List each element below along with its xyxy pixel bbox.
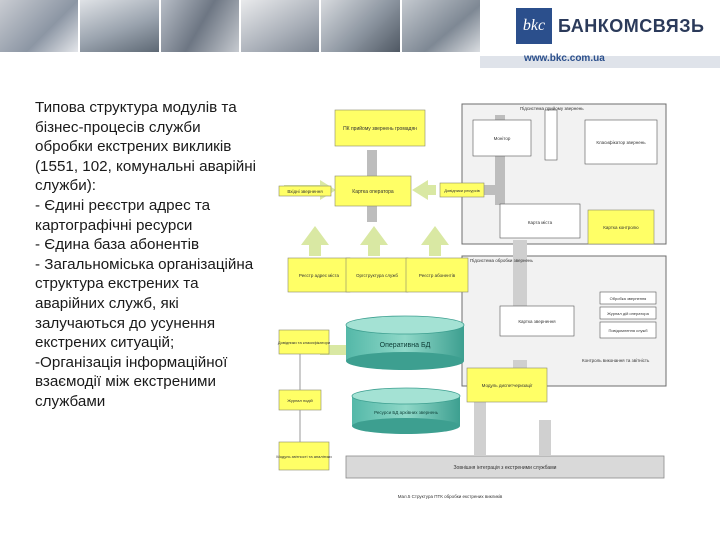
- node-rail-3: [405, 257, 469, 293]
- header-photo-strip: [0, 0, 480, 52]
- description-text: Типова структура модулів та бізнес-проце…: [35, 98, 261, 412]
- header-bar: [480, 56, 720, 68]
- bullet-1: - Єдині реєстри адрес та картографічні р…: [35, 196, 211, 234]
- node-incidents: [499, 305, 575, 337]
- node-classifier: [584, 119, 658, 165]
- db-archive-label: Ресурси БД архівних звернень: [374, 410, 438, 415]
- brand-name: БАНКОМСВЯЗЬ: [558, 15, 705, 36]
- node-dispatch-top-label: Картка контролю: [603, 225, 639, 230]
- arrow-up-2: [360, 226, 388, 256]
- node-rail-2: [345, 257, 409, 293]
- node-proc-2-label: Журнал дій оператора: [607, 311, 649, 316]
- node-registries: [439, 182, 485, 198]
- photo-laptop: [321, 0, 400, 52]
- db-operational: Оперативна БД: [345, 315, 465, 370]
- diagram-caption: Мал.5 Структура ПТК обробки екстрених ви…: [398, 494, 503, 499]
- node-dispatch-top: [587, 209, 655, 245]
- node-proc-2: [599, 306, 657, 320]
- node-proc-1-label: Обробка звернення: [610, 296, 647, 301]
- node-address-registry-label: Карта міста: [528, 220, 553, 225]
- node-left-2-label: Журнал подій: [287, 398, 312, 403]
- node-rail-1-label: Реєстр адрес міста: [299, 273, 340, 278]
- arrow-up-1: [301, 226, 329, 256]
- region-processing-label: Підсистема обробки звернень: [470, 258, 534, 263]
- node-address-registry: [499, 203, 581, 239]
- node-module-dispatch-label: Модуль диспетчеризації: [482, 383, 533, 388]
- node-proc-1: [599, 291, 657, 305]
- node-monitor: [472, 119, 532, 157]
- node-pk-intake-label: ПК прийому звернень громадян: [343, 125, 417, 132]
- node-monitor-label: Монітор: [494, 136, 511, 141]
- bullet-4: -Організація інформаційної взаємодії між…: [35, 353, 228, 410]
- node-incidents-label: Картка звернення: [518, 319, 556, 324]
- node-left-3-label: Модуль звітності та аналітики: [276, 454, 331, 459]
- bottom-bus-label: Зовнішня інтеграція з екстреними службам…: [454, 465, 557, 471]
- photo-office: [0, 0, 79, 52]
- node-pk-intake: [334, 109, 426, 147]
- bullet-3: - Загальноміська організаційна структура…: [35, 255, 254, 352]
- node-rail-2-label: Оргструктура служб: [356, 273, 398, 278]
- node-left-3: [278, 441, 330, 471]
- arrow-right-2: [412, 180, 436, 200]
- node-operator-card: [334, 175, 412, 207]
- node-left-1-label: Довідники та класифікатори: [278, 340, 330, 345]
- node-incoming: [278, 185, 332, 197]
- db-archive: Ресурси БД архівних звернень: [351, 387, 461, 434]
- brand-mark: bkc: [516, 8, 552, 44]
- bottom-bus: [345, 455, 665, 479]
- photo-keyboard: [401, 0, 480, 52]
- photo-building: [80, 0, 159, 52]
- arrow-up-3: [421, 226, 449, 256]
- node-proc-3-label: Повідомлення служб: [608, 328, 648, 333]
- bullet-2: - Єдина база абонентів: [35, 236, 200, 254]
- brand-logo: bkc БАНКОМСВЯЗЬ: [516, 6, 712, 46]
- side-note: Контроль виконання та звітність: [582, 358, 650, 363]
- node-incoming-label: Вхідні звернення: [287, 189, 323, 194]
- description-title: Типова структура модулів та бізнес-проце…: [35, 99, 256, 195]
- node-registries-label: Довідники ресурсів: [444, 188, 480, 193]
- node-rail-3-label: Реєстр абонентів: [419, 273, 456, 278]
- photo-hands: [240, 0, 320, 52]
- node-proc-3: [599, 321, 657, 339]
- photo-worker: [160, 0, 239, 52]
- node-left-1: [278, 329, 330, 355]
- site-url[interactable]: www.bkc.com.ua: [524, 53, 605, 64]
- node-operator-card-label: Картка оператора: [352, 189, 394, 195]
- node-module-dispatch: [466, 367, 548, 403]
- node-classifier-label: Класифікатор звернень: [596, 140, 646, 145]
- region-intake-label: Підсистема прийому звернень: [520, 105, 584, 111]
- node-vertical-strip: [544, 109, 558, 161]
- db-operational-label: Оперативна БД: [380, 342, 431, 349]
- connector-lower: [474, 395, 551, 455]
